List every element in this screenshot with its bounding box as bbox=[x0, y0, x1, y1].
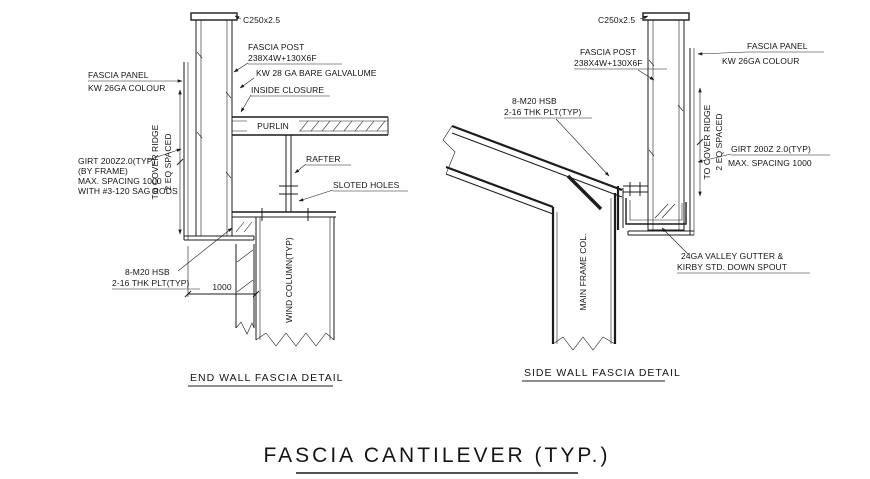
end-fascia-post-callout: FASCIA POST 238X4W+130X6F bbox=[233, 42, 342, 73]
end-purlin: PURLIN bbox=[232, 116, 389, 136]
end-fascia-panel-callout: FASCIA PANEL KW 26GA COLOUR bbox=[88, 70, 183, 93]
sheet-title: FASCIA CANTILEVER (TYP.) bbox=[263, 444, 610, 474]
fascia-post-label-1: FASCIA POST bbox=[580, 47, 636, 57]
side-fascia-post bbox=[642, 12, 690, 231]
fascia-post-label-2: 238X4W+130X6F bbox=[248, 53, 317, 63]
end-hsb-callout: 8-M20 HSB 2-16 THK PLT(TYP) bbox=[112, 227, 233, 290]
sheet-title-text: FASCIA CANTILEVER (TYP.) bbox=[263, 444, 610, 467]
inside-closure-label: INSIDE CLOSURE bbox=[251, 85, 324, 95]
end-wall-caption-text: END WALL FASCIA DETAIL bbox=[190, 372, 343, 384]
girt-label-2: (BY FRAME) bbox=[78, 166, 128, 176]
dim-1000-label: 1000 bbox=[212, 282, 231, 292]
to-cover-ridge-label: TO COVER RIDGE bbox=[150, 124, 160, 199]
fascia-panel-label-1: FASCIA PANEL bbox=[747, 41, 808, 51]
side-wall-caption: SIDE WALL FASCIA DETAIL bbox=[522, 367, 681, 382]
wind-column-label: WIND COLUMN(TYP) bbox=[284, 237, 294, 323]
side-fascia-panel bbox=[627, 48, 695, 236]
main-frame-col-label: MAIN FRAME COL. bbox=[578, 233, 588, 310]
side-c-channel-callout: C250x2.5 bbox=[598, 15, 649, 25]
fascia-panel-label-2: KW 26GA COLOUR bbox=[88, 83, 165, 93]
side-girt-callout: GIRT 200Z 2.0(TYP) MAX. SPACING 1000 bbox=[697, 144, 830, 168]
fascia-post-label-1: FASCIA POST bbox=[248, 42, 304, 52]
hsb-label-2: 2-16 THK PLT(TYP) bbox=[112, 278, 190, 288]
side-wall-caption-text: SIDE WALL FASCIA DETAIL bbox=[524, 367, 681, 379]
girt-label-1: GIRT 200Z2.0(TYP) bbox=[78, 156, 156, 166]
end-c-channel-callout: C250x2.5 bbox=[234, 15, 280, 25]
end-inside-closure-callout: INSIDE CLOSURE bbox=[240, 85, 330, 113]
hsb-label-1: 8-M20 HSB bbox=[125, 267, 170, 277]
fascia-post-label-2: 238X4W+130X6F bbox=[574, 58, 643, 68]
sloted-holes-label: SLOTED HOLES bbox=[333, 180, 400, 190]
fascia-panel-label-2: KW 26GA COLOUR bbox=[722, 56, 799, 66]
gutter-label-2: KIRBY STD. DOWN SPOUT bbox=[677, 262, 787, 272]
end-base-plate bbox=[232, 208, 336, 233]
end-wall-detail: PURLIN WIND COLUMN(TYP) bbox=[78, 12, 408, 387]
side-valley-gutter bbox=[623, 182, 687, 225]
end-rafter-callout: RAFTER bbox=[294, 154, 351, 174]
girt-label-4: WITH #3-120 SAG RODS bbox=[78, 186, 178, 196]
end-galvalume-callout: KW 28 GA BARE GALVALUME bbox=[239, 68, 377, 89]
end-dim-1000: 1000 bbox=[184, 246, 260, 298]
side-fascia-panel-callout: FASCIA PANEL KW 26GA COLOUR bbox=[697, 41, 824, 66]
side-fascia-post-callout: FASCIA POST 238X4W+130X6F bbox=[574, 47, 667, 81]
gutter-label-1: 24GA VALLEY GUTTER & bbox=[681, 251, 784, 261]
side-main-frame-column: MAIN FRAME COL. bbox=[551, 193, 617, 351]
hsb-label-2: 2-16 THK PLT(TYP) bbox=[504, 107, 582, 117]
c-channel-label: C250x2.5 bbox=[598, 15, 635, 25]
end-fascia-panel bbox=[183, 62, 255, 241]
purlin-label: PURLIN bbox=[257, 121, 289, 131]
end-wall-caption: END WALL FASCIA DETAIL bbox=[188, 372, 343, 387]
end-wall-column-stub bbox=[235, 244, 255, 335]
end-girt-callout: GIRT 200Z2.0(TYP) (BY FRAME) MAX. SPACIN… bbox=[78, 148, 182, 196]
girt-label-1: GIRT 200Z 2.0(TYP) bbox=[731, 144, 811, 154]
side-wall-detail: MAIN FRAME COL. TO COVER RIDGE 2 EQ SPAC… bbox=[442, 12, 830, 382]
galvalume-label: KW 28 GA BARE GALVALUME bbox=[256, 68, 377, 78]
to-cover-ridge-label: TO COVER RIDGE bbox=[702, 104, 712, 179]
fascia-panel-label-1: FASCIA PANEL bbox=[88, 70, 149, 80]
end-rafter-member bbox=[279, 135, 298, 212]
end-sloted-holes-callout: SLOTED HOLES bbox=[298, 180, 408, 202]
side-rafter-beam bbox=[442, 124, 624, 230]
side-gutter-callout: 24GA VALLEY GUTTER & KIRBY STD. DOWN SPO… bbox=[661, 227, 810, 274]
girt-label-2: MAX. SPACING 1000 bbox=[728, 158, 812, 168]
end-wind-column: WIND COLUMN(TYP) bbox=[255, 217, 335, 347]
eq-spaced-label: 2 EQ SPACED bbox=[714, 113, 724, 170]
eq-spaced-label: 2 EQ SPACED bbox=[163, 133, 173, 190]
side-hsb-callout: 8-M20 HSB 2-16 THK PLT(TYP) bbox=[504, 96, 610, 177]
end-dim-cover-ridge: TO COVER RIDGE 2 EQ SPACED bbox=[150, 89, 184, 235]
rafter-label: RAFTER bbox=[306, 154, 341, 164]
side-dim-cover-ridge: TO COVER RIDGE 2 EQ SPACED bbox=[696, 87, 724, 197]
c-channel-label: C250x2.5 bbox=[243, 15, 280, 25]
end-fascia-post bbox=[190, 12, 238, 237]
girt-label-3: MAX. SPACING 1000 bbox=[78, 176, 162, 186]
hsb-label-1: 8-M20 HSB bbox=[512, 96, 557, 106]
